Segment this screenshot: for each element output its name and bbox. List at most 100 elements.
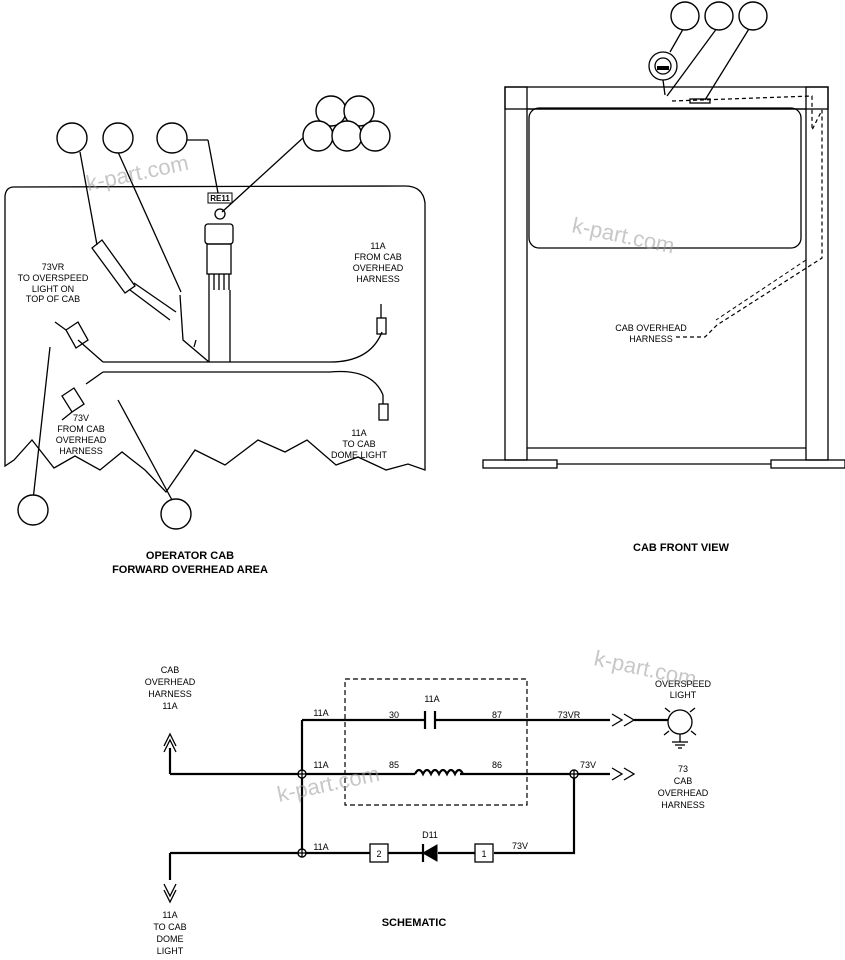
- label-73v-line4: HARNESS: [59, 446, 103, 456]
- label-light: LIGHT: [670, 690, 697, 700]
- arrow-73v: [611, 767, 624, 781]
- callout-circle: [56, 122, 88, 154]
- harness-connector-top: [689, 98, 711, 104]
- relay-tag-label: RE11: [210, 194, 230, 203]
- callout-circle: [17, 494, 49, 526]
- callout-circle: [302, 120, 334, 152]
- label-harness: HARNESS: [148, 689, 192, 699]
- label-11a-line2: FROM CAB: [354, 252, 402, 262]
- arrow-cab-harness: [163, 738, 177, 753]
- front-view-title: CAB FRONT VIEW: [633, 542, 730, 554]
- label-overspeed: OVERSPEED: [655, 679, 712, 689]
- watermark: k-part.com: [84, 150, 191, 196]
- cab-left-pillar: [504, 86, 528, 461]
- label-11a-dome: 11A: [351, 428, 366, 438]
- label-11a-line4: HARNESS: [356, 274, 400, 284]
- callout-circle: [704, 1, 734, 31]
- cab-right-pillar: [805, 86, 829, 461]
- label-dome-11a: 11A: [162, 910, 177, 920]
- label-d11: D11: [422, 830, 438, 840]
- overspeed-light-symbol: [667, 709, 693, 735]
- harness-split: [179, 294, 210, 363]
- relay-tag: [207, 192, 233, 204]
- label-73vr-line4: TOP OF CAB: [26, 294, 80, 304]
- harness-branch-relay: [208, 290, 231, 362]
- watermark: k-part.com: [592, 645, 699, 691]
- cab-panel-outline: [4, 185, 426, 494]
- label-11a-from-cab: 11A: [370, 241, 385, 251]
- label-73vr: 73VR: [42, 262, 65, 272]
- label-11a: 11A: [162, 701, 177, 711]
- label-73vr-out: 73VR: [558, 710, 581, 720]
- relay-re11-socket: [206, 243, 232, 275]
- label-pin-30: 30: [389, 710, 399, 720]
- label-wire-mid: 11A: [313, 760, 328, 770]
- label-pin-86: 86: [492, 760, 502, 770]
- label-dome-light: LIGHT: [157, 946, 184, 956]
- label-dome-line2: TO CAB: [342, 439, 375, 449]
- harness-right-leads: [329, 331, 384, 396]
- label-73vr-line2: TO OVERSPEED: [18, 273, 89, 283]
- label-cab: CAB: [161, 665, 180, 675]
- label-pin-87: 87: [492, 710, 502, 720]
- callout-circle: [359, 120, 391, 152]
- label-contact-11a: 11A: [424, 694, 439, 704]
- relay-mount-bolt: [214, 208, 226, 220]
- connector-11a-top: [376, 317, 387, 335]
- label-pin-85: 85: [389, 760, 399, 770]
- watermark: k-part.com: [570, 212, 677, 258]
- cab-windshield: [528, 107, 802, 249]
- label-dome-line3: DOME LIGHT: [331, 450, 388, 460]
- connector-73v: [61, 387, 85, 413]
- cab-right-foot: [770, 459, 845, 469]
- callout-circle: [156, 122, 188, 154]
- label-73v-diode: 73V: [512, 841, 528, 851]
- harness-branch-left: [77, 339, 104, 385]
- label-73-overhead: OVERHEAD: [658, 788, 709, 798]
- relay-coil: [414, 768, 464, 777]
- label-wire-bot: 11A: [313, 842, 328, 852]
- cab-front-view: CAB OVERHEAD HARNESS CAB FRONT VIEW: [482, 1, 845, 554]
- diode-d11: [421, 844, 438, 862]
- label-11a-line3: OVERHEAD: [353, 263, 404, 273]
- label-73-cab: CAB: [674, 776, 693, 786]
- label-overhead: OVERHEAD: [145, 677, 196, 687]
- connector-73vr: [91, 239, 136, 294]
- overhead-area-view: RE11 73VR TO OVERSPEED LIGHT ON TOP OF: [4, 95, 426, 576]
- label-73v-line2: FROM CAB: [57, 424, 105, 434]
- callout-circle: [738, 1, 768, 31]
- callout-circle: [331, 120, 363, 152]
- overhead-subtitle: FORWARD OVERHEAD AREA: [112, 564, 268, 576]
- label-73v-out: 73V: [580, 760, 596, 770]
- label-wire-top: 11A: [313, 708, 328, 718]
- label-73vr-line3: LIGHT ON: [32, 284, 74, 294]
- relay-box-dashed: [344, 678, 528, 806]
- connector-11a-dome: [378, 403, 389, 421]
- cab-overhead-harness-route: [671, 95, 823, 338]
- callout-circle: [160, 498, 192, 530]
- label-73-harness: HARNESS: [661, 800, 705, 810]
- connector-left-upper: [65, 321, 89, 349]
- label-73: 73: [678, 764, 688, 774]
- label-dome: DOME: [157, 934, 184, 944]
- relay-re11-body: [204, 223, 234, 245]
- arrow-73vr: [611, 713, 624, 727]
- cab-top-beam: [504, 86, 829, 110]
- label-73v: 73V: [73, 413, 89, 423]
- schematic: CAB OVERHEAD HARNESS 11A 11A 11A 11A 11A…: [145, 665, 712, 956]
- overhead-title: OPERATOR CAB: [146, 550, 234, 562]
- label-dome-to-cab: TO CAB: [153, 922, 186, 932]
- label-73v-line3: OVERHEAD: [56, 435, 107, 445]
- callout-circle: [102, 122, 134, 154]
- label-box-2: 2: [376, 849, 381, 859]
- connector-box-1: [474, 843, 494, 863]
- label-box-1: 1: [481, 849, 486, 859]
- connector-box-2: [369, 843, 389, 863]
- arrow-dome: [163, 883, 177, 898]
- wire-73v-return: [494, 774, 576, 855]
- schematic-title: SCHEMATIC: [382, 917, 447, 929]
- label-harness-line2: HARNESS: [629, 334, 673, 344]
- callout-circle: [670, 1, 700, 31]
- harness-73vr-lead: [129, 282, 177, 321]
